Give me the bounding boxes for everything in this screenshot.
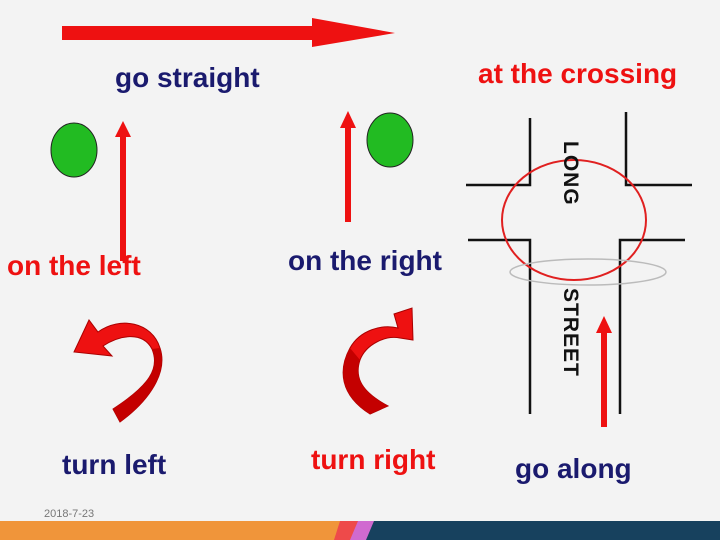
on-the-right-label: on the right — [288, 245, 442, 276]
street-name-street: STREET — [559, 288, 582, 377]
on-the-left-label: on the left — [7, 250, 141, 281]
turn-left-label: turn left — [62, 449, 167, 480]
go-straight-arrow-icon — [62, 18, 395, 47]
crossroads-icon — [466, 112, 692, 414]
street-name-long: LONG — [559, 141, 582, 206]
go-along-label: go along — [515, 453, 632, 484]
up-arrow-right-icon — [340, 111, 356, 222]
at-the-crossing-label: at the crossing — [478, 58, 678, 89]
green-circle-icon — [366, 112, 414, 168]
up-arrow-left-icon — [115, 121, 131, 261]
green-circle-icon — [50, 122, 98, 178]
go-straight-label: go straight — [115, 62, 260, 93]
go-along-arrow-icon — [596, 316, 612, 427]
footer-bar — [0, 521, 720, 540]
turn-right-label: turn right — [311, 444, 436, 475]
crossing-shadow-icon — [509, 258, 667, 286]
turn-right-arrow-icon — [342, 307, 414, 415]
crossing-circle-icon — [501, 159, 647, 281]
slide-date: 2018-7-23 — [44, 508, 95, 520]
turn-left-arrow-icon — [73, 319, 163, 423]
